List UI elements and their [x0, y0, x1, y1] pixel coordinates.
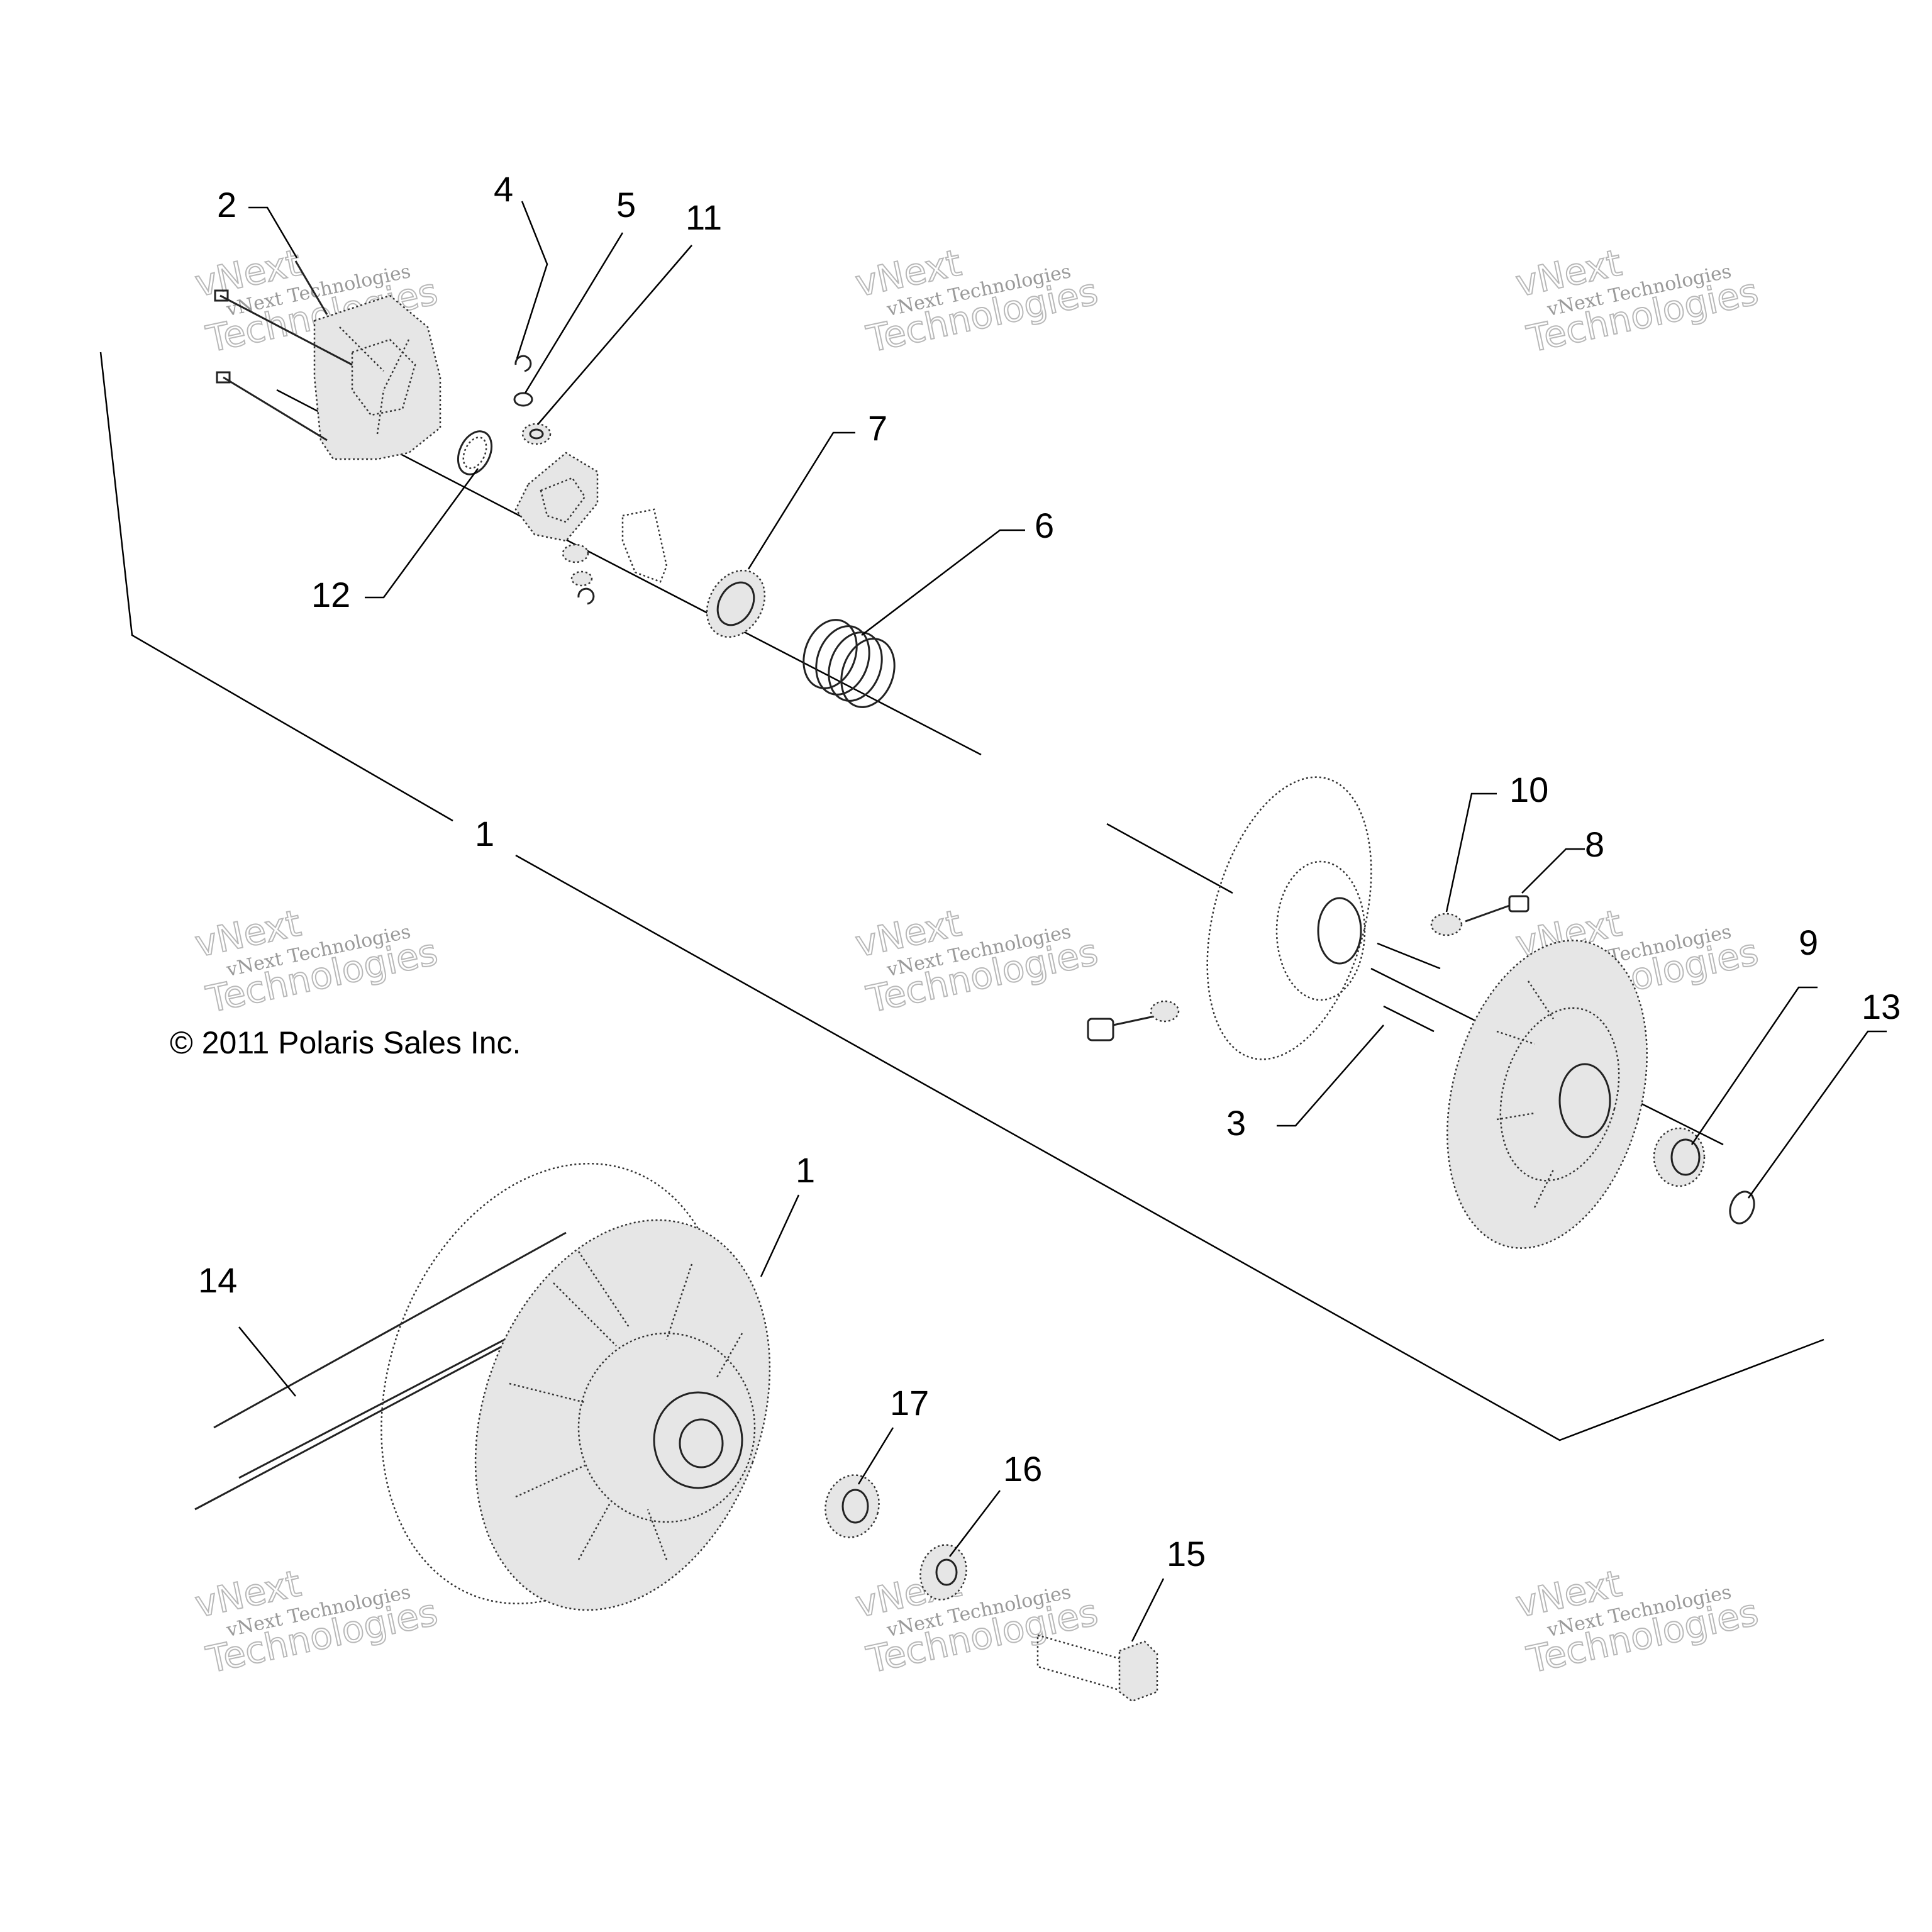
callout-1-upper: 1 — [475, 814, 494, 853]
spacer-washer-part — [824, 1474, 880, 1538]
callout-10: 10 — [1509, 770, 1548, 809]
callout-14: 14 — [198, 1260, 237, 1300]
callout-5: 5 — [616, 185, 636, 225]
callout-16: 16 — [1003, 1449, 1042, 1489]
assembly-bracket — [99, 352, 1824, 1441]
watermark: vNext vNext Technologies Technologies — [1511, 240, 1762, 361]
moveable-sheave-part — [1206, 776, 1372, 1060]
callout-4: 4 — [494, 169, 513, 209]
snap-ring-part — [457, 430, 493, 475]
spring-part — [802, 619, 896, 708]
copyright-text: © 2011 Polaris Sales Inc. — [170, 1025, 521, 1060]
bearing-part — [1653, 1127, 1706, 1187]
callout-12: 12 — [311, 575, 350, 614]
callout-7: 7 — [868, 408, 887, 448]
shim-part — [621, 508, 668, 583]
callout-9: 9 — [1799, 923, 1818, 962]
clip-part — [514, 355, 532, 372]
bolt-part — [1036, 1634, 1158, 1702]
callout-6: 6 — [1035, 506, 1054, 545]
callout-3: 3 — [1226, 1103, 1246, 1143]
leader-lines — [238, 201, 1887, 1642]
screw-part — [214, 260, 353, 441]
callout-11: 11 — [686, 197, 722, 237]
cover-plate-part — [313, 294, 441, 460]
bushing-part — [706, 569, 766, 638]
retaining-ring-part — [1729, 1191, 1755, 1224]
watermark: vNext vNext Technologies Technologies — [191, 1561, 441, 1682]
watermark: vNext vNext Technologies Technologies — [851, 240, 1102, 361]
callout-2: 2 — [217, 185, 236, 225]
watermark: vNext vNext Technologies Technologies — [851, 1561, 1102, 1682]
watermark: vNext vNext Technologies Technologies — [851, 901, 1102, 1021]
drive-belt-part — [194, 1231, 567, 1511]
pin-part — [1087, 895, 1530, 1041]
roller-part — [521, 423, 552, 445]
watermark: vNext vNext Technologies Technologies — [191, 901, 441, 1021]
flat-washer-part — [919, 1544, 967, 1601]
callout-13: 13 — [1862, 987, 1901, 1026]
washer-part — [513, 392, 533, 407]
roller-part — [562, 543, 595, 605]
spider-part — [514, 452, 599, 542]
clutch-assembly-part — [380, 1162, 771, 1611]
callout-1-lower: 1 — [796, 1150, 815, 1190]
callout-8: 8 — [1585, 824, 1604, 864]
stationary-sheave-part — [1446, 940, 1648, 1249]
watermark: vNext vNext Technologies Technologies — [1511, 1561, 1762, 1682]
callout-labels: 2 4 5 11 7 6 12 1 10 8 9 13 3 1 14 17 16… — [198, 169, 1901, 1574]
callout-17: 17 — [890, 1383, 929, 1423]
callout-15: 15 — [1167, 1534, 1206, 1574]
